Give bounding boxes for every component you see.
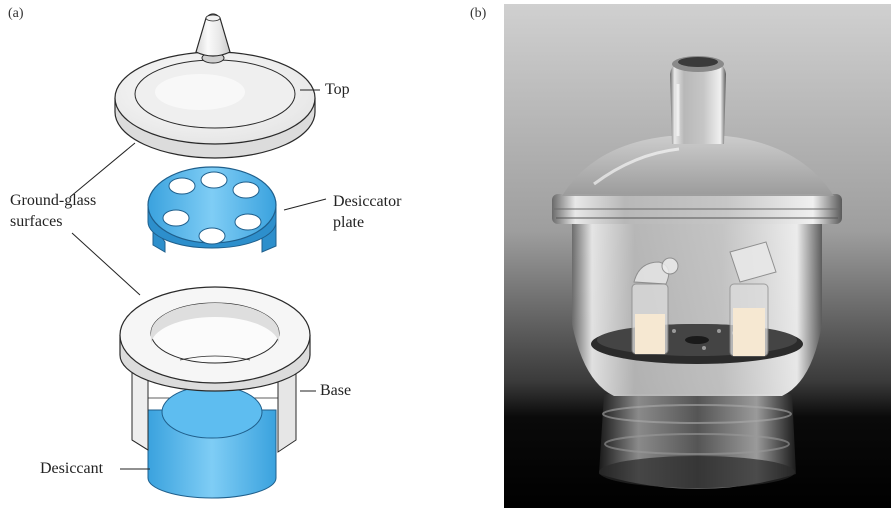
exploded-desiccator-diagram [69, 13, 327, 499]
photo-bowl [572, 222, 822, 396]
label-desiccator-plate-1: Desiccator [333, 193, 402, 210]
panel-a-tag: (a) [8, 6, 24, 21]
desiccator-top [114, 13, 316, 159]
plate-hole [198, 227, 226, 245]
desiccator-base [119, 286, 311, 499]
leader-ground-glass-base [71, 232, 141, 296]
photo-lid [562, 136, 834, 196]
label-ground-glass-1: Ground-glass [10, 192, 97, 209]
leader-lines [69, 89, 327, 470]
leader-plate [283, 198, 327, 211]
plate-hole [234, 213, 262, 231]
photo-vial-right [729, 241, 777, 357]
desiccant-top [161, 385, 263, 439]
label-base: Base [320, 382, 352, 399]
leader-ground-glass-top [69, 142, 136, 198]
plate-hole [168, 177, 196, 195]
desiccator-photo [504, 4, 891, 508]
label-desiccant: Desiccant [40, 460, 104, 477]
plate-hole [232, 181, 260, 199]
photo-neck [670, 58, 726, 144]
label-top: Top [325, 81, 350, 98]
label-desiccator-plate-2: plate [333, 214, 365, 231]
desiccator-plate [147, 166, 277, 253]
panel-b-tag: (b) [470, 6, 487, 21]
photo-vial-left [631, 257, 679, 355]
label-ground-glass-2: surfaces [10, 213, 63, 230]
plate-hole [200, 171, 228, 189]
plate-hole [162, 209, 190, 227]
